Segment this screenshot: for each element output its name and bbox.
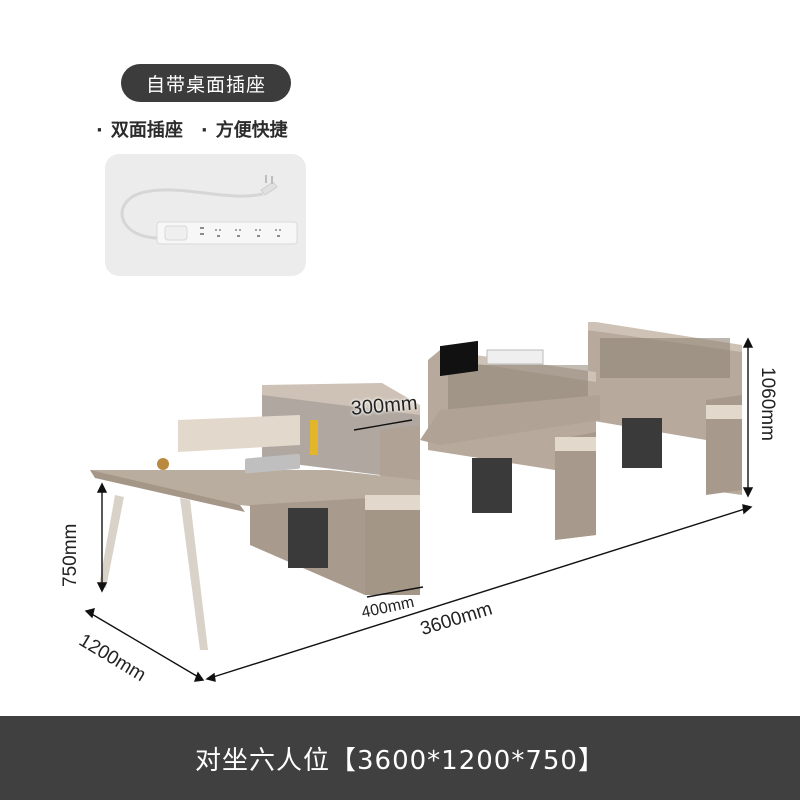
power-strip-icon xyxy=(120,175,298,245)
dimension-lines xyxy=(84,337,754,682)
dimension-height-desk: 750mm xyxy=(60,523,81,587)
feature-bullet: 方便快捷 xyxy=(201,116,288,142)
workstation-illustration: 750mm 1200mm 3600mm 400mm 300mm 1060mm xyxy=(0,300,800,710)
dimension-height-total: 1060mm xyxy=(757,367,778,441)
desk-unit-right xyxy=(588,322,742,495)
product-spec-banner: 对坐六人位【3600*1200*750】 xyxy=(0,716,800,800)
feature-title-pill: 自带桌面插座 xyxy=(121,64,291,102)
desk-unit-left xyxy=(90,383,420,650)
power-strip-image xyxy=(105,154,306,276)
feature-bullet: 双面插座 xyxy=(96,116,183,142)
desk-unit-middle xyxy=(420,340,600,540)
feature-bullets: 双面插座 方便快捷 xyxy=(96,116,288,142)
